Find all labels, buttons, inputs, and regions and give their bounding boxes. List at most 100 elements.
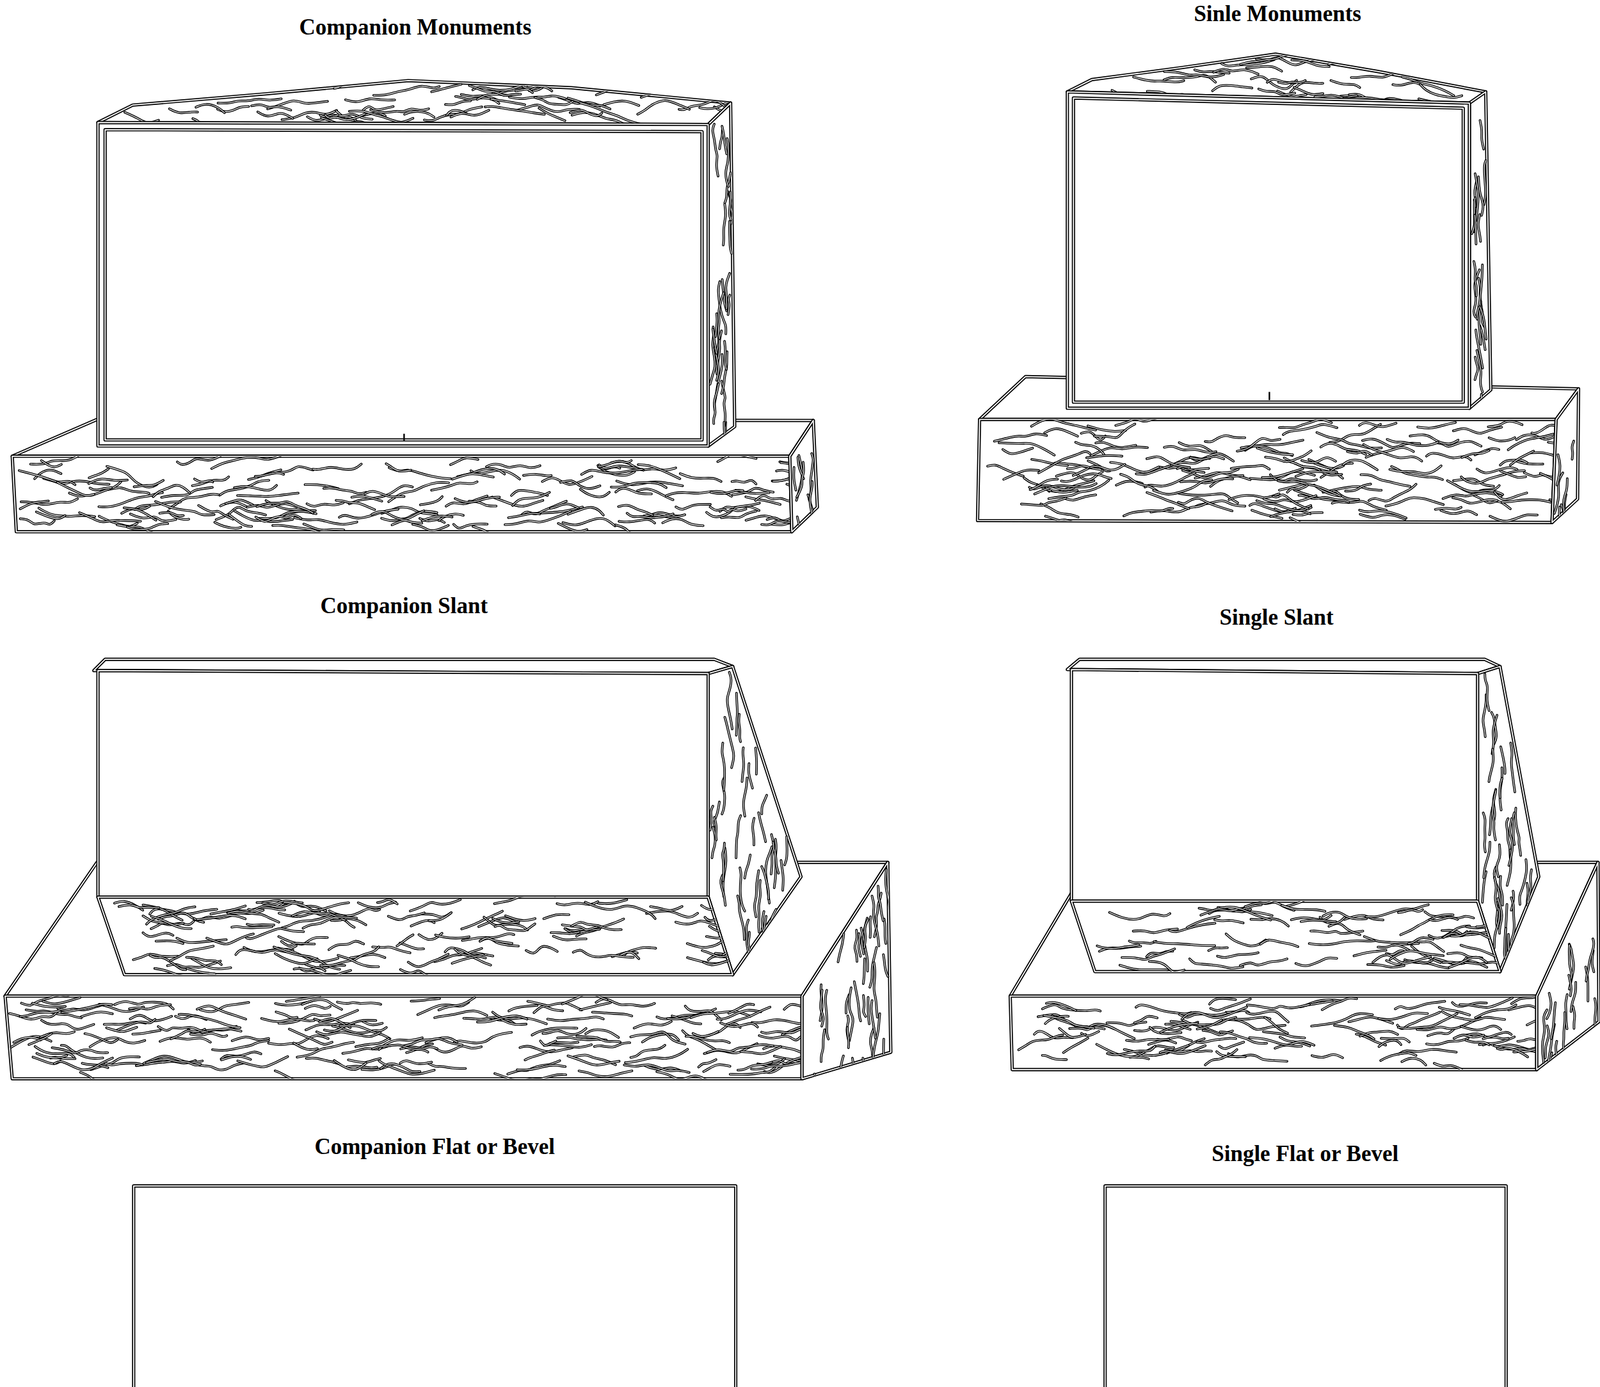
rock-stroke-inner [1482, 1032, 1512, 1039]
rock-stroke-inner [1197, 1020, 1222, 1030]
slant-rough-front [97, 897, 733, 975]
rock-stroke-inner [281, 941, 315, 946]
rock-stroke [451, 110, 489, 117]
rock-stroke [431, 481, 477, 491]
rock-stroke-inner [1585, 938, 1594, 982]
rock-stroke-inner [618, 504, 653, 516]
rock-stroke [1123, 508, 1174, 516]
rock-stroke-inner [177, 456, 221, 465]
rock-stroke [720, 422, 726, 472]
rock-stroke [755, 748, 758, 775]
rock-stroke-inner [90, 487, 112, 491]
rock-stroke [573, 949, 634, 957]
tablet-side [708, 103, 735, 447]
rock-stroke [1392, 82, 1421, 86]
rock-stroke [717, 453, 756, 463]
rock-stroke [30, 455, 80, 465]
rock-stroke-inner [1551, 1002, 1556, 1039]
rock-stroke-inner [1107, 1022, 1147, 1026]
rock-stroke [362, 106, 393, 111]
rock-stroke-inner [220, 502, 248, 508]
rock-stroke [571, 922, 622, 930]
slant-rough-front-inner [97, 897, 733, 975]
rock-stroke [1126, 1039, 1169, 1042]
rock-stroke-inner [1474, 215, 1476, 244]
rock-stroke-inner [1003, 469, 1039, 480]
rock-stroke-inner [160, 1037, 211, 1042]
rock-stroke-inner [1043, 1015, 1094, 1029]
rock-stroke-inner [1317, 432, 1382, 448]
rock-stroke [1465, 1040, 1489, 1045]
rock-stroke-inner [725, 273, 730, 310]
rock-stroke [715, 313, 717, 337]
rock-stroke-inner [1459, 997, 1513, 1008]
base-front-inner [5, 995, 802, 1079]
rock-stroke [598, 899, 628, 904]
rock-stroke-inner [256, 515, 302, 522]
rock-stroke-inner [1196, 1038, 1236, 1043]
rock-stroke-inner [41, 1020, 95, 1030]
rock-stroke-inner [713, 383, 719, 424]
rock-stroke-inner [821, 1029, 825, 1062]
base-side [801, 862, 891, 1079]
rock-stroke [1558, 506, 1560, 532]
rock-stroke-inner [720, 422, 726, 472]
rock-stroke [1002, 448, 1033, 454]
rock-stroke-inner [1515, 807, 1521, 856]
rock-stroke [885, 869, 893, 923]
rock-texture [709, 672, 787, 969]
rock-stroke [1381, 1038, 1410, 1042]
rock-stroke [20, 501, 49, 509]
rock-stroke [127, 523, 168, 530]
rock-stroke-inner [28, 1033, 52, 1045]
rock-stroke-inner [1379, 1040, 1402, 1047]
tablet-side [1469, 92, 1491, 409]
rock-stroke-inner [350, 954, 385, 959]
rock-stroke [707, 1044, 774, 1053]
rock-stroke-inner [529, 80, 575, 91]
rock-stroke-inner [1287, 485, 1307, 493]
rock-stroke-inner [1278, 80, 1306, 84]
rock-stroke-inner [752, 817, 754, 845]
rock-stroke-inner [1592, 998, 1596, 1046]
rock-stroke [345, 98, 395, 102]
rock-stroke [251, 104, 291, 111]
rock-stroke [1417, 422, 1456, 429]
rock-stroke-inner [820, 990, 824, 1026]
rock-stroke-inner [732, 480, 757, 485]
rock-stroke [821, 1029, 825, 1062]
rock-stroke-inner [1479, 306, 1487, 340]
rock-stroke-inner [883, 954, 888, 976]
rock-stroke [218, 98, 282, 104]
rock-stroke [36, 512, 66, 520]
rock-stroke [741, 747, 744, 782]
rock-stroke [1434, 1063, 1462, 1070]
rock-stroke-inner [709, 805, 713, 830]
rock-stroke [523, 474, 552, 476]
rock-stroke [428, 912, 452, 921]
rock-stroke-inner [1067, 465, 1090, 469]
rock-texture [793, 453, 815, 558]
rock-stroke [529, 80, 575, 91]
rock-stroke [994, 433, 1048, 441]
rock-stroke [809, 481, 813, 530]
rock-stroke [275, 1011, 297, 1018]
rock-stroke-inner [1381, 1038, 1410, 1042]
rock-stroke [567, 1056, 619, 1065]
rock-stroke [477, 1015, 528, 1023]
rock-stroke [364, 491, 405, 498]
rock-stroke [85, 1033, 118, 1043]
rock-stroke-inner [1510, 743, 1515, 793]
rock-stroke-inner [584, 902, 655, 920]
rock-stroke [154, 968, 187, 976]
rock-stroke [535, 97, 574, 105]
rock-stroke [334, 64, 371, 89]
rock-stroke [1258, 88, 1296, 95]
rock-stroke-inner [1389, 465, 1441, 474]
rock-stroke-inner [571, 922, 622, 930]
rock-stroke [1443, 492, 1502, 499]
rock-stroke [625, 1048, 688, 1063]
rock-stroke [547, 1016, 604, 1021]
rock-stroke-inner [154, 968, 187, 976]
rock-stroke-inner [1123, 508, 1174, 516]
